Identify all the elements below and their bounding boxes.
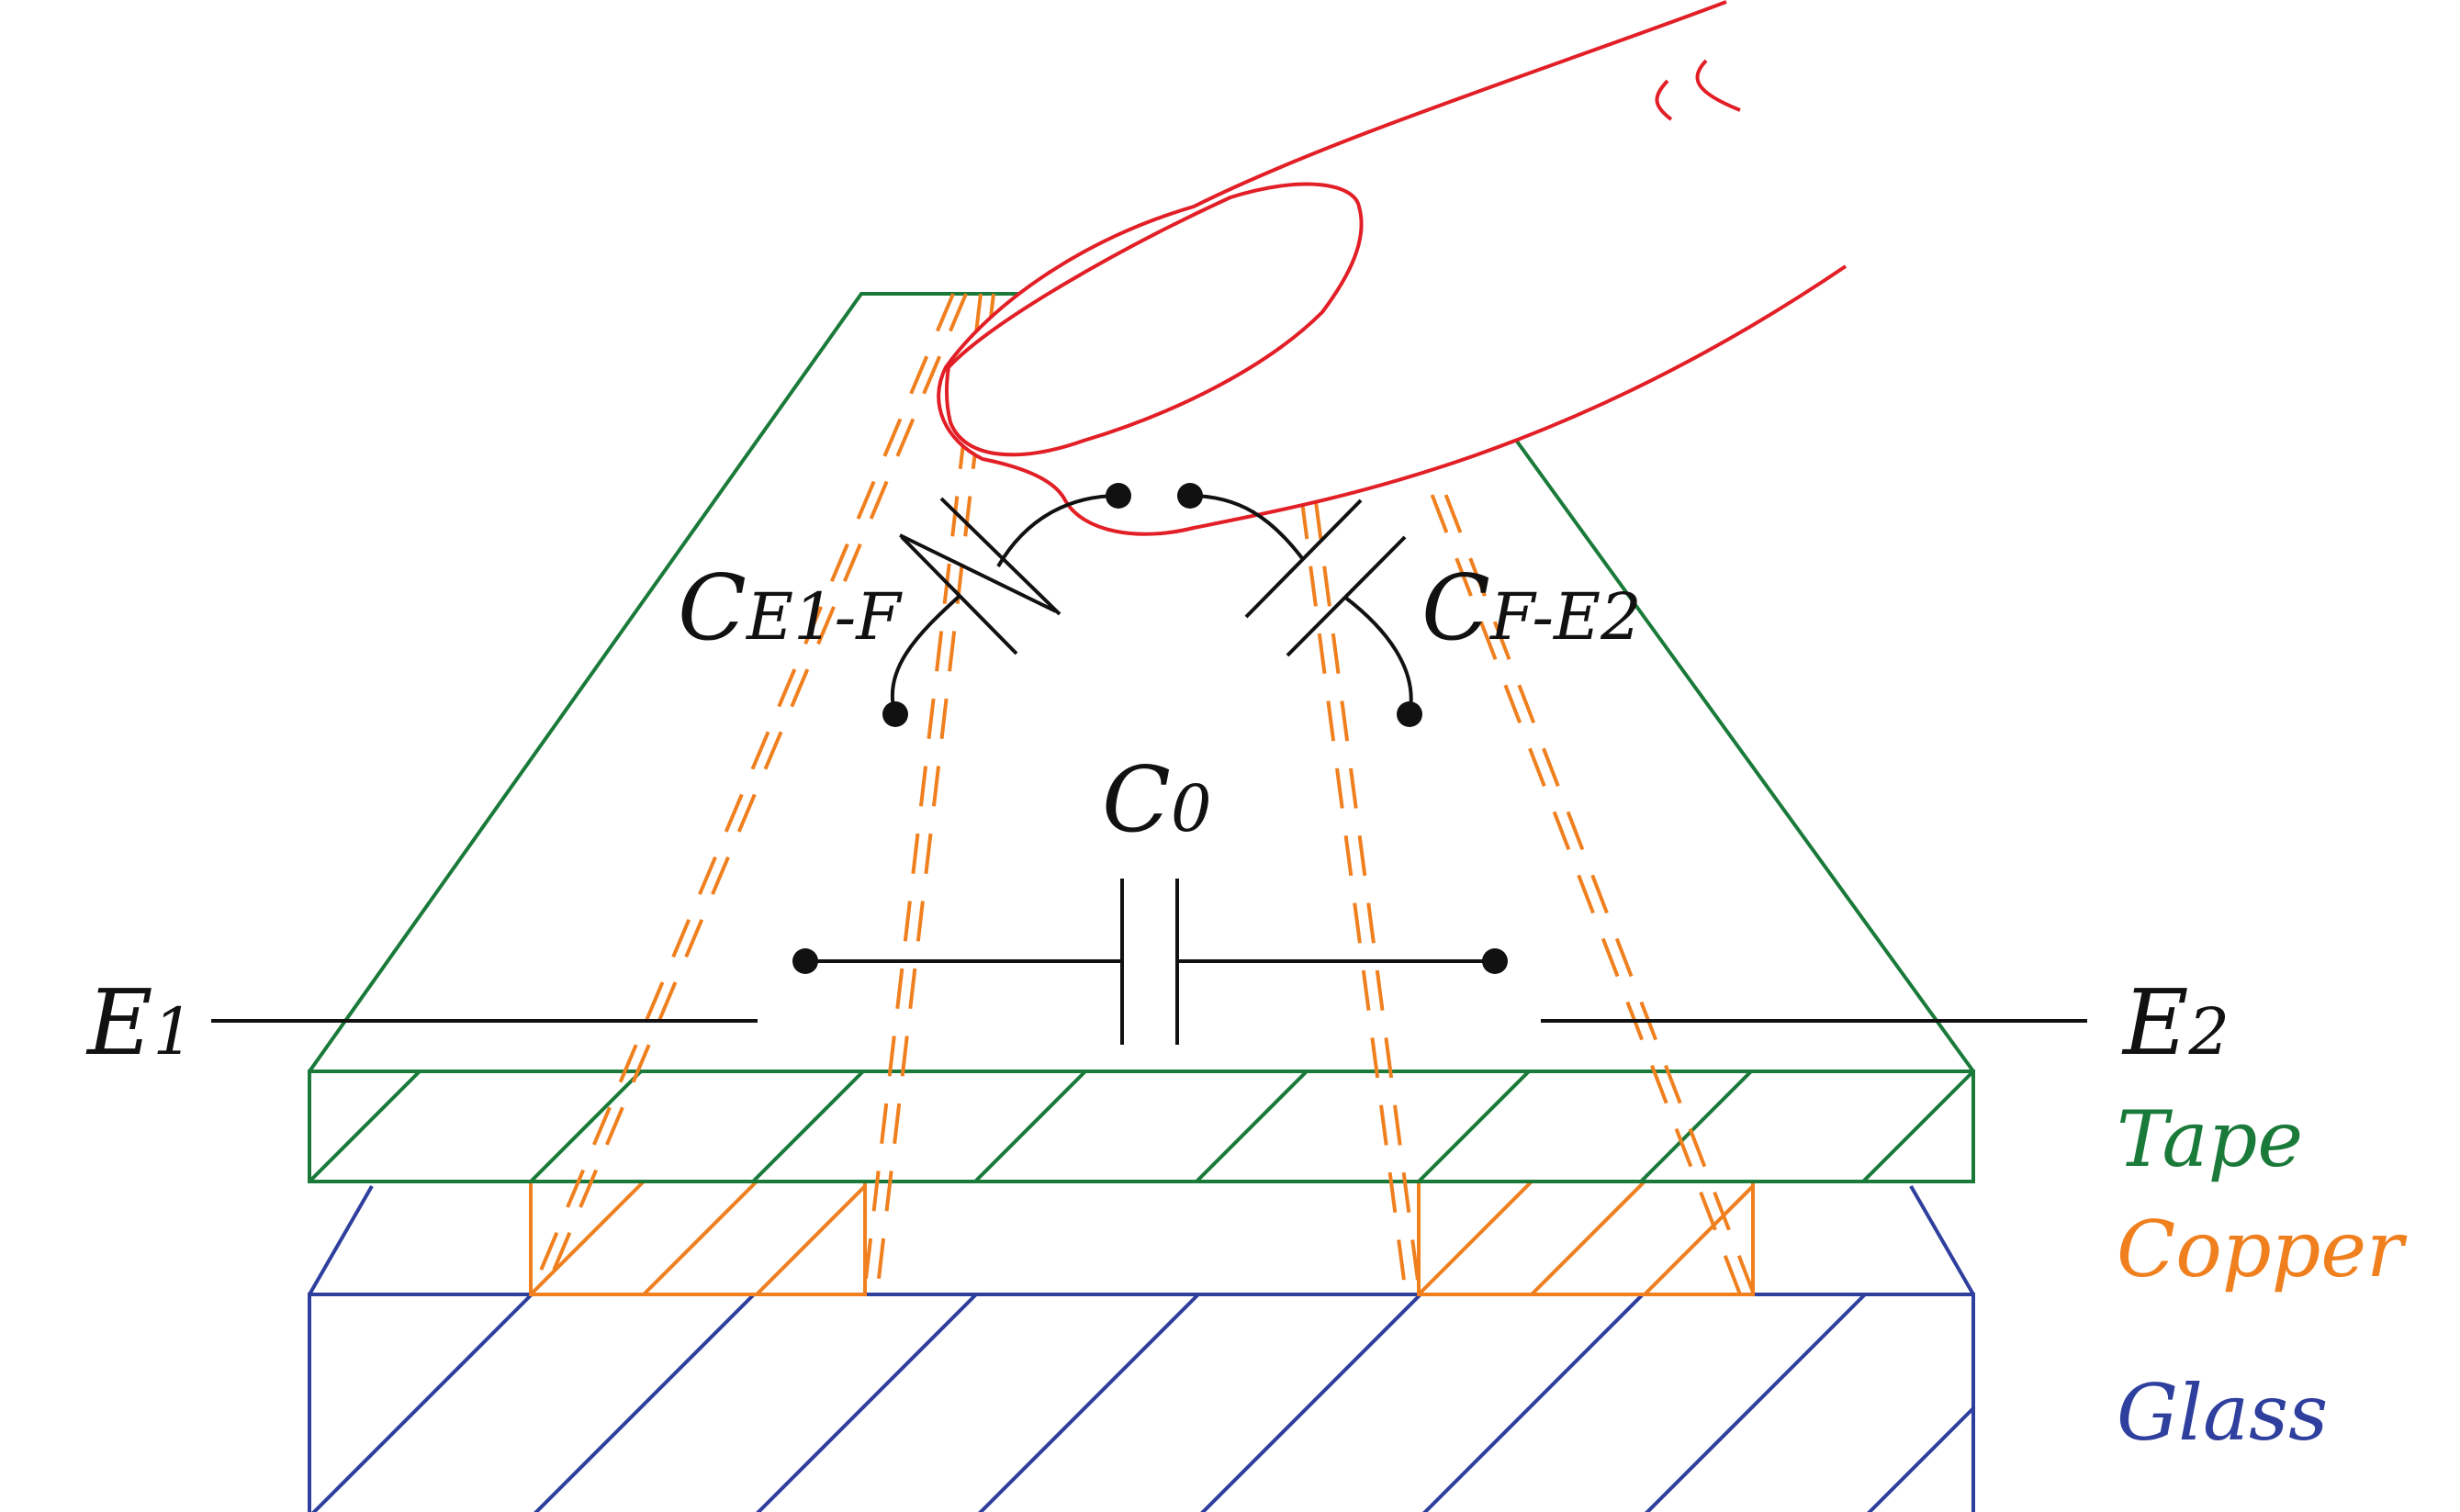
tape-hatching <box>308 1070 1975 1183</box>
label-e2: E2 <box>2121 971 2230 1076</box>
label-c-f-e2: CF-E2 <box>1421 556 1642 661</box>
glass-top-right-edge <box>1909 1185 1975 1295</box>
label-tape: Tape <box>2117 1094 2303 1184</box>
finger-crease-1 <box>1655 79 1673 121</box>
label-c-e1-f: CE1-F <box>678 556 903 661</box>
tape-trapezoid-top <box>308 292 1065 1073</box>
copper-pad-left <box>529 1180 867 1296</box>
cf-e2-capacitor <box>1189 494 1413 715</box>
glass-slab <box>308 1293 1975 1512</box>
circuit <box>211 483 2087 1045</box>
tape-layer <box>308 292 1975 1183</box>
copper-layer <box>529 1180 1755 1296</box>
copper-trace-left <box>529 293 995 1295</box>
c0-capacitor <box>805 879 1495 1045</box>
label-c0: C0 <box>1102 748 1212 853</box>
fingernail <box>944 182 1364 457</box>
label-copper: Copper <box>2117 1204 2408 1294</box>
layer-labels: Tape Copper Glass <box>2117 1094 2408 1458</box>
finger <box>937 0 1848 536</box>
copper-trace-right <box>1291 431 1756 1295</box>
label-glass: Glass <box>2117 1368 2328 1458</box>
finger-outline <box>937 0 1848 536</box>
glass-hatching <box>311 1293 1975 1512</box>
tape-trapezoid-right <box>1513 437 1975 1073</box>
finger-crease-2 <box>1695 59 1741 112</box>
copper-traces <box>529 293 1756 1295</box>
terminal-dots <box>792 483 1508 974</box>
label-e1: E1 <box>85 971 194 1076</box>
glass-top-left-edge <box>308 1185 374 1295</box>
circuit-labels: E1 E2 C0 CE1-F CF-E2 <box>85 556 2230 1076</box>
glass-layer <box>308 1185 1975 1512</box>
ce1f-capacitor <box>890 494 1119 715</box>
tape-slab <box>308 1070 1975 1183</box>
